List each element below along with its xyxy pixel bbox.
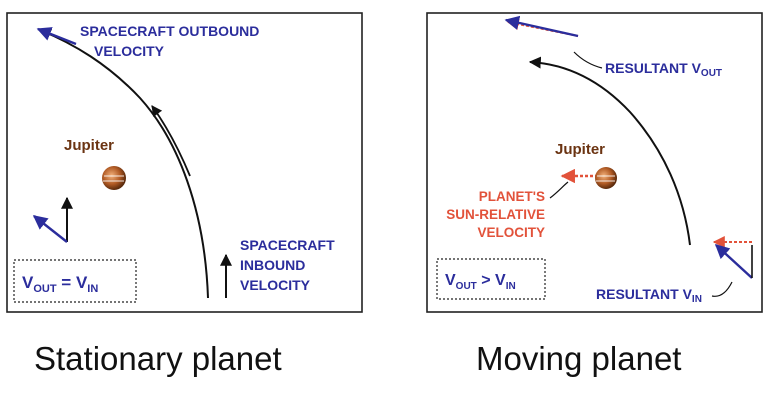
left-outbound-velocity-arrow: [36, 27, 77, 46]
left-vector-triangle: [32, 196, 73, 243]
left-parallel-arrow: [151, 105, 191, 177]
right-trajectory: [528, 56, 691, 246]
left-inbound-label-line1: SPACECRAFT: [240, 237, 335, 253]
right-planet-label: Jupiter: [555, 141, 605, 158]
left-trajectory: [38, 28, 209, 299]
left-inbound-label-line3: VELOCITY: [240, 277, 311, 293]
left-outbound-label-line1: SPACECRAFT OUTBOUND: [80, 23, 259, 39]
right-planet-vel-label-line1: PLANET'S: [479, 189, 545, 204]
right-caption: Moving planet: [476, 340, 682, 377]
left-caption: Stationary planet: [34, 340, 282, 377]
right-panel: Jupiter RESULTANT VOUT RESULTANT VIN PLA…: [426, 12, 763, 313]
left-panel: Jupiter SPACECRAFT OUTBOUND VELOCITY SPA…: [6, 12, 363, 313]
right-planet-vel-label-line3: VELOCITY: [477, 225, 545, 240]
right-planet-vel-leader: [549, 181, 569, 199]
right-planet-vel-label-line2: SUN-RELATIVE: [446, 207, 545, 222]
right-in-leader: [711, 281, 733, 297]
left-equation: VOUT = VIN: [22, 273, 98, 295]
left-outbound-label-line2: VELOCITY: [94, 43, 165, 59]
right-resultant-in-label: RESULTANT VIN: [596, 286, 702, 305]
left-equation-box: [13, 259, 137, 303]
right-equation-box: [436, 258, 546, 300]
right-resultant-out-label: RESULTANT VOUT: [605, 60, 722, 79]
right-resultant-in-vector: [712, 236, 753, 279]
right-equation: VOUT > VIN: [445, 272, 516, 292]
right-out-leader: [573, 51, 603, 69]
left-jupiter-icon: [102, 166, 126, 190]
left-inbound-label-line2: INBOUND: [240, 257, 305, 273]
right-jupiter-icon: [595, 167, 617, 189]
right-resultant-out-vector: [504, 15, 579, 38]
left-planet-label: Jupiter: [64, 137, 114, 154]
